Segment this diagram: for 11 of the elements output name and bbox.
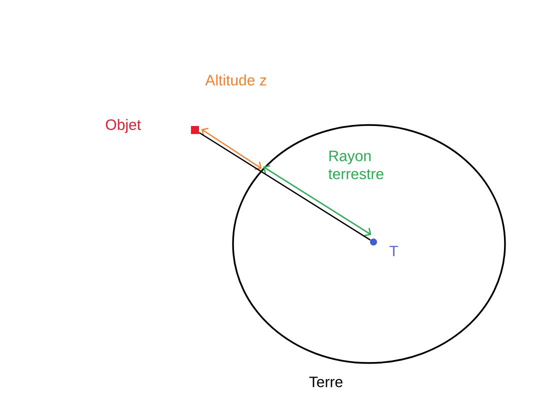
point-label: T	[390, 246, 398, 256]
object-marker	[191, 126, 199, 134]
double-arrow	[201, 128, 262, 170]
earth-circle	[232, 124, 506, 364]
edge-label: Rayon terrestre	[328, 150, 384, 180]
connector-line	[198, 132, 371, 241]
object-label: Objet	[106, 119, 141, 133]
double-arrow	[263, 165, 372, 236]
earth-label: Terre	[309, 376, 342, 388]
edge-label: Altitude z	[205, 74, 266, 86]
centre-dot	[370, 238, 377, 246]
